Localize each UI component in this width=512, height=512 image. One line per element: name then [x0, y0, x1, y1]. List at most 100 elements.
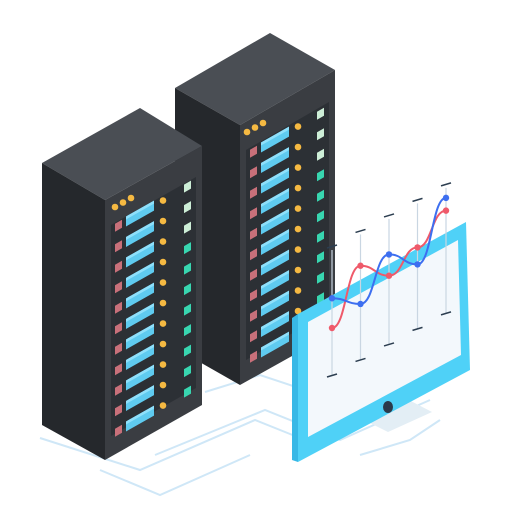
cable-4: [99, 454, 251, 497]
unit-drive-bay-highlight: [126, 344, 154, 363]
unit-led-amber: [159, 217, 167, 225]
unit-led-amber: [159, 402, 167, 409]
unit-drive-bay-highlight: [261, 290, 289, 310]
cable-1: [39, 418, 301, 472]
unit-led-amber: [159, 258, 167, 266]
unit-led-amber: [294, 307, 302, 315]
unit-led-red: [115, 281, 122, 294]
unit-led-red: [250, 166, 257, 179]
unit-led-amber: [294, 123, 302, 130]
unit-led-red: [115, 404, 122, 417]
unit-drive-bay-highlight: [126, 241, 154, 261]
chart-point: [414, 261, 421, 268]
chart-point: [442, 207, 450, 214]
unit-led-green: [317, 107, 324, 120]
rack-units: [115, 180, 191, 437]
chart-tick-bottom: [440, 311, 452, 316]
unit-drive-bay-highlight: [261, 147, 289, 166]
chart-tick-top: [326, 244, 338, 249]
unit-led-green: [317, 210, 324, 223]
unit-led-red: [250, 207, 257, 220]
unit-led-green: [317, 251, 324, 264]
unit-led-green: [317, 230, 324, 243]
unit-led-green: [184, 303, 191, 316]
unit-led-green: [184, 201, 191, 214]
line-chart: [326, 182, 452, 378]
unit-led-green: [317, 169, 324, 182]
unit-led-amber: [294, 184, 302, 192]
chart-tick-bottom: [383, 342, 395, 347]
unit-led-green: [184, 385, 191, 398]
chart-point: [414, 244, 421, 251]
unit-led-amber: [159, 320, 167, 327]
rack-top: [175, 33, 335, 125]
unit-drive-bay-highlight: [261, 188, 289, 207]
unit-led-red: [115, 260, 122, 273]
unit-led-green: [184, 344, 191, 357]
chart-tick-top: [440, 182, 452, 187]
unit-led-green: [317, 128, 324, 141]
unit-led-green: [317, 148, 324, 161]
unit-led-red: [250, 350, 257, 363]
unit-led-green: [184, 365, 191, 378]
chart-point: [357, 262, 364, 269]
chart-point: [442, 194, 450, 202]
rack-side: [42, 163, 105, 460]
unit-led-green: [184, 283, 191, 296]
chart-point: [385, 272, 393, 279]
unit-led-red: [115, 383, 122, 396]
unit-led-red: [250, 268, 257, 281]
monitor-frame-side: [292, 314, 298, 462]
unit-drive-bay-highlight: [126, 385, 154, 404]
unit-drive-bay-highlight: [261, 249, 289, 269]
unit-drive-bay-highlight: [126, 262, 154, 281]
cable-5: [359, 419, 441, 456]
unit-led-amber: [294, 205, 302, 212]
unit-led-amber: [159, 279, 167, 286]
unit-drive-bay-highlight: [261, 229, 289, 248]
unit-led-red: [250, 145, 257, 158]
unit-drive-bay-highlight: [261, 331, 289, 351]
unit-led-red: [115, 363, 122, 376]
chart-tick-top: [412, 197, 423, 203]
unit-led-amber: [294, 225, 302, 233]
chart-tick-bottom: [355, 357, 366, 363]
rack-led-amber: [259, 119, 267, 127]
chart-point: [328, 324, 336, 332]
rack-status-leds: [243, 119, 267, 136]
unit-led-green: [184, 324, 191, 337]
rack-led-amber: [251, 124, 259, 131]
unit-led-amber: [294, 287, 302, 294]
unit-drive-bay-highlight: [126, 303, 154, 322]
chart-point: [357, 300, 364, 308]
chart-point: [385, 251, 393, 258]
unit-led-red: [250, 330, 257, 343]
rack-top: [42, 108, 202, 200]
chart-tick-bottom: [326, 373, 338, 378]
rack-led-amber: [111, 203, 119, 211]
unit-led-red: [115, 322, 122, 335]
unit-led-red: [250, 309, 257, 322]
monitor-power-button: [383, 401, 393, 413]
unit-led-green: [184, 262, 191, 275]
server-rack-left: [42, 108, 202, 460]
unit-led-red: [250, 227, 257, 240]
unit-led-green: [317, 271, 324, 284]
unit-drive-bay-highlight: [126, 323, 154, 343]
unit-drive-bay-highlight: [261, 126, 289, 146]
chart-tick-top: [383, 213, 395, 218]
unit-led-amber: [159, 340, 167, 348]
unit-led-amber: [159, 361, 167, 368]
unit-led-green: [184, 221, 191, 234]
unit-led-amber: [294, 164, 302, 171]
monitor-screen: [308, 240, 461, 437]
unit-led-red: [115, 301, 122, 314]
unit-led-amber: [294, 246, 302, 253]
unit-led-amber: [159, 238, 167, 245]
unit-led-amber: [294, 266, 302, 274]
rack-led-amber: [119, 199, 127, 206]
unit-drive-bay-highlight: [126, 200, 154, 220]
unit-led-red: [250, 289, 257, 302]
rack-led-amber: [127, 194, 135, 202]
